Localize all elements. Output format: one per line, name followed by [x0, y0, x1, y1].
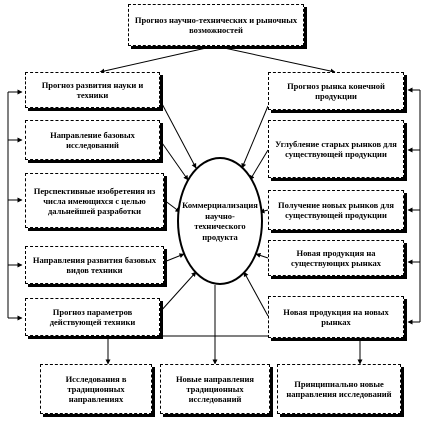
hub-ellipse: Коммерциализация научно-технического про… [177, 157, 263, 285]
bottom-box-label: Исследования в традиционных направлениях [65, 374, 127, 404]
left-box-inventions: Перспективные изобретения из числа имеющ… [25, 173, 164, 228]
left-box-science-forecast: Прогноз развития науки и техники [25, 72, 160, 108]
right-box-label: Получение новых рынков для существующей … [277, 200, 395, 220]
bottom-box-label: Новые направления традиционных исследова… [175, 374, 255, 404]
left-box-basic-technology: Направления развития базовых видов техни… [25, 246, 164, 284]
left-box-label: Прогноз развития науки и техники [41, 80, 144, 100]
right-box-new-product-new: Новая продукция на новых рынках [268, 296, 404, 338]
right-box-market-forecast: Прогноз рынка конечной продукции [268, 72, 404, 110]
right-box-deepening-old-markets: Углубление старых рынков для существующе… [268, 120, 404, 178]
left-box-label: Направление базовых исследований [50, 130, 135, 150]
right-box-new-markets-existing: Получение новых рынков для существующей … [268, 190, 404, 230]
left-box-label: Направления развития базовых видов техни… [32, 255, 157, 275]
right-box-label: Новая продукция на новых рынках [283, 307, 389, 327]
left-box-label: Перспективные изобретения из числа имеющ… [33, 185, 156, 216]
bottom-box-traditional-research: Исследования в традиционных направлениях [40, 364, 152, 414]
left-box-label: Прогноз параметров действующей техники [49, 307, 136, 327]
bottom-box-label: Принципиально новые направления исследов… [286, 379, 392, 399]
hub-label: Коммерциализация научно-технического про… [182, 200, 258, 242]
right-box-label: Новая продукция на существующих рынках [291, 248, 381, 268]
forecast-label: Прогноз научно-технических и рыночных во… [134, 15, 298, 35]
right-box-new-product-existing: Новая продукция на существующих рынках [268, 240, 404, 276]
forecast-box: Прогноз научно-технических и рыночных во… [128, 4, 304, 46]
right-box-label: Углубление старых рынков для существующе… [275, 139, 397, 159]
left-box-basic-research: Направление базовых исследований [25, 120, 160, 160]
right-box-label: Прогноз рынка конечной продукции [287, 81, 385, 101]
left-box-parameters-forecast: Прогноз параметров действующей техники [25, 298, 160, 336]
bottom-box-new-directions-traditional: Новые направления традиционных исследова… [160, 364, 270, 414]
bottom-box-fundamentally-new: Принципиально новые направления исследов… [277, 364, 401, 414]
